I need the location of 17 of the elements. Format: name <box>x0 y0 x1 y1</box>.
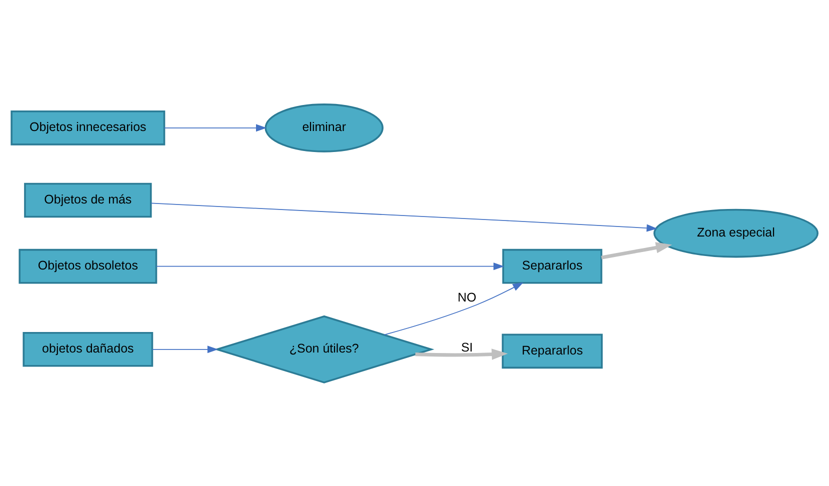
arrow <box>156 262 504 270</box>
arrow <box>152 345 218 353</box>
arrow <box>384 282 524 335</box>
node-box: Separarlos <box>502 248 602 284</box>
arrow <box>601 242 672 259</box>
arrow <box>150 202 658 232</box>
node-box: objetos dañados <box>22 331 154 366</box>
node-box: Objetos innecesarios <box>10 110 166 145</box>
edge-label: SI <box>461 340 473 354</box>
arrow <box>164 124 267 132</box>
node-box: Repararlos <box>502 333 603 368</box>
node-ellipse: eliminar <box>264 103 384 152</box>
node-box: Objetos de más <box>24 182 152 218</box>
node-box: Objetos obsoletos <box>18 248 158 284</box>
arrow <box>415 348 508 360</box>
edge-label: NO <box>458 290 476 304</box>
node-diamond: ¿Son útiles? <box>214 314 434 383</box>
